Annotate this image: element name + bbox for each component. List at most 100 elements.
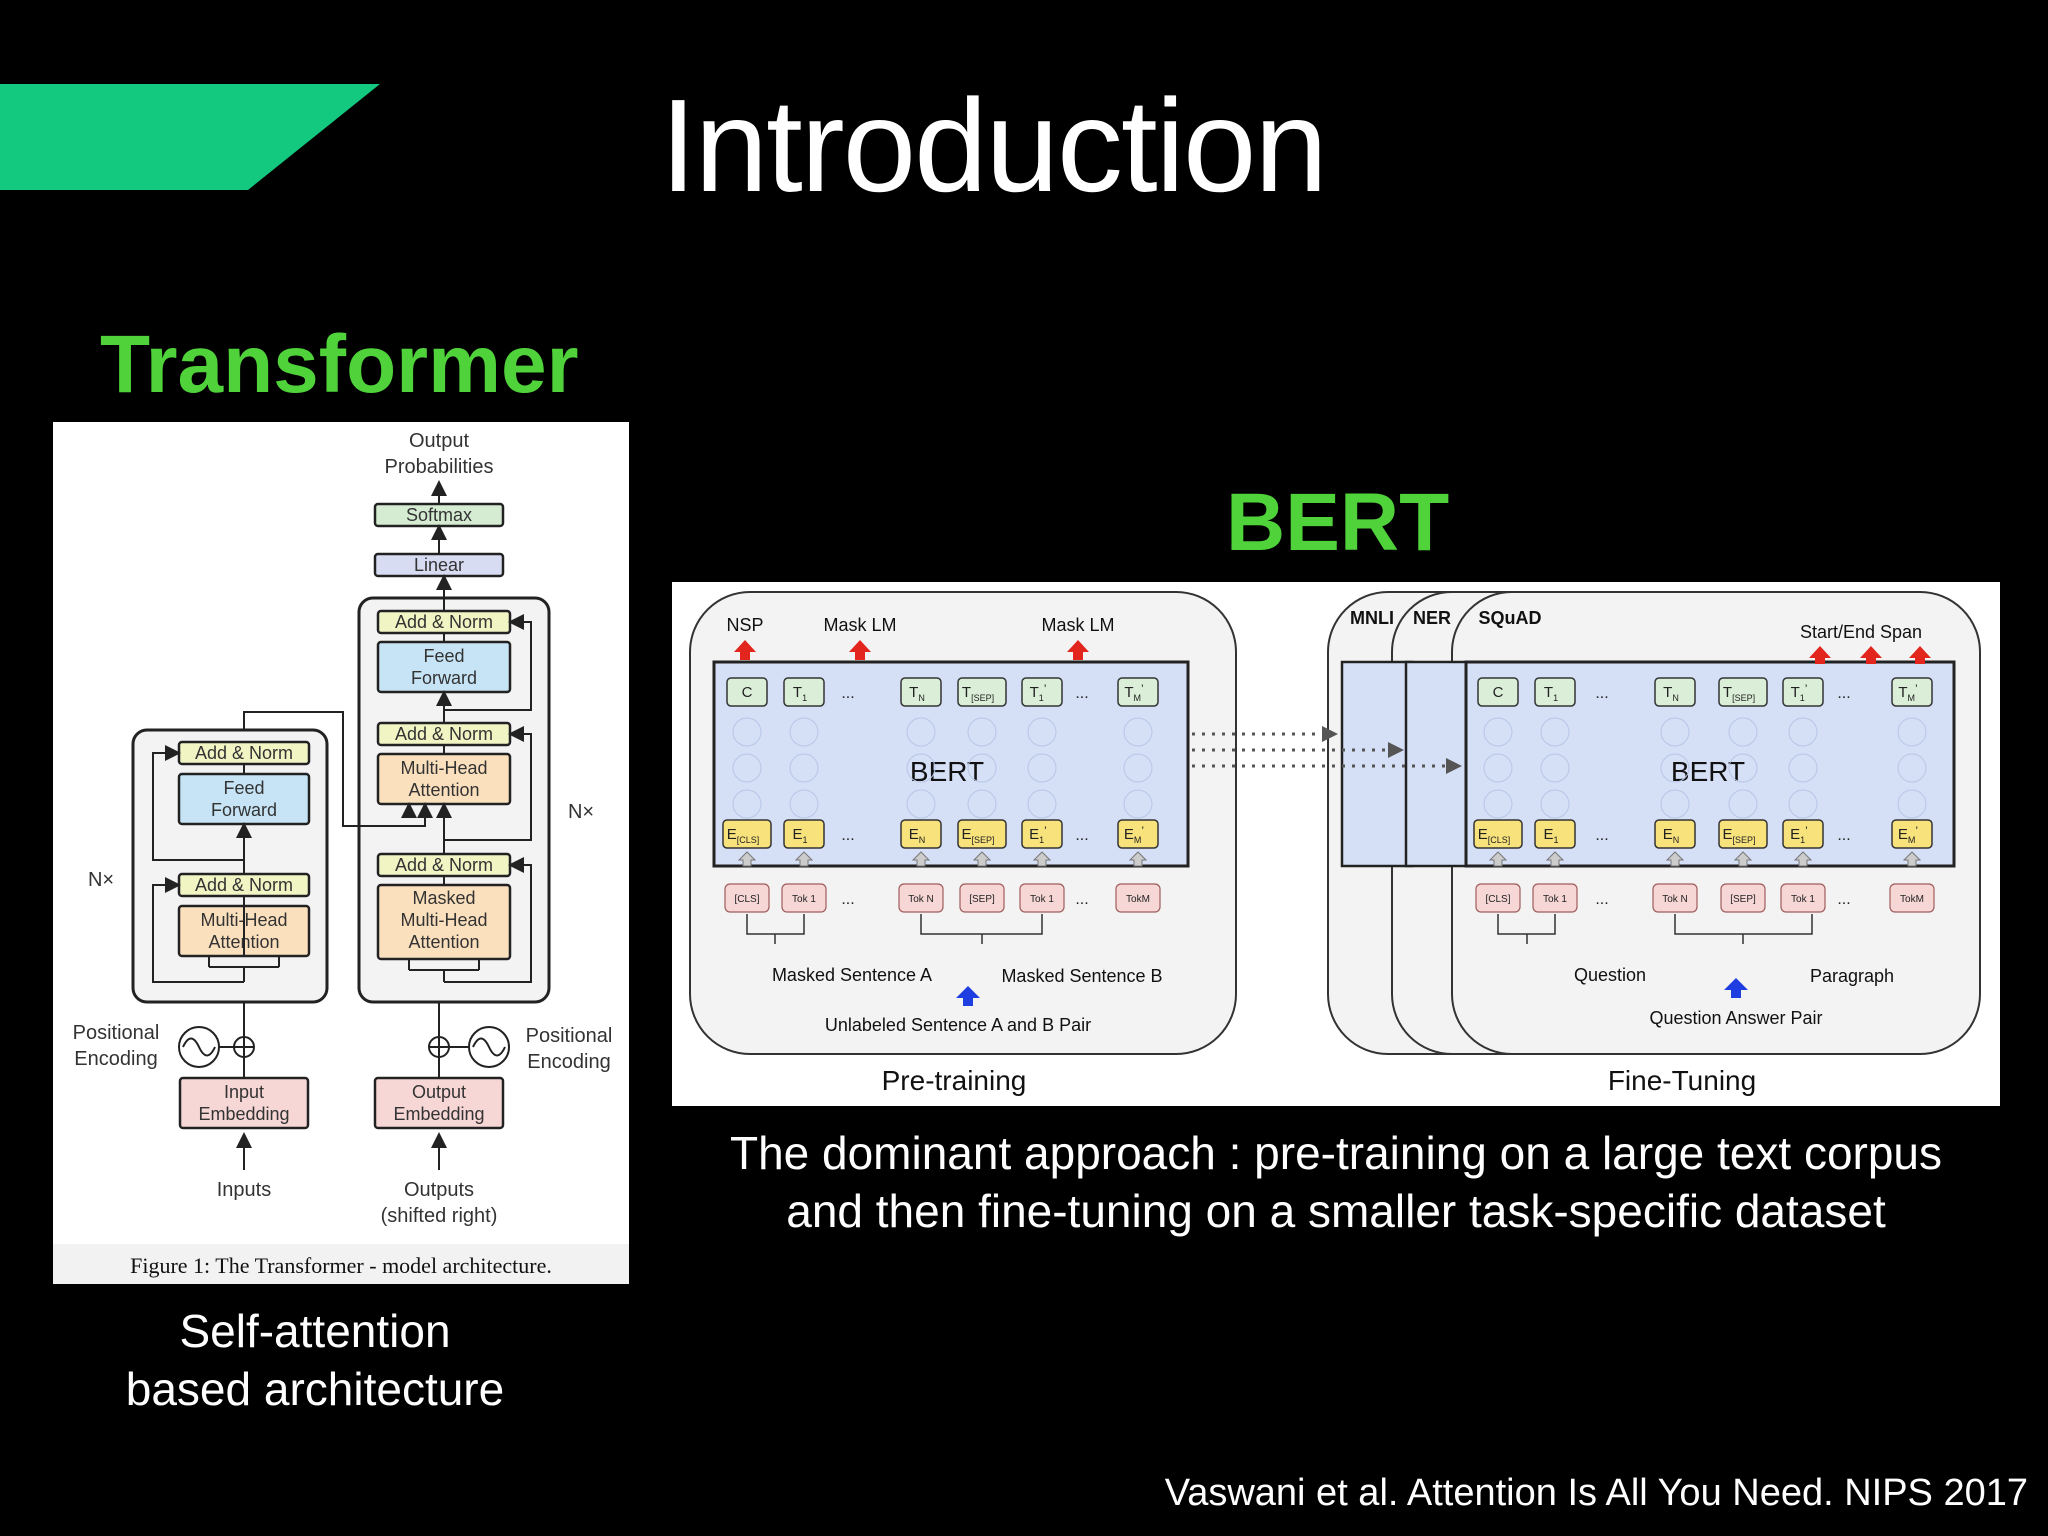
decoder-nx-label: N× [568,801,594,823]
decoder-ff-label-1: Feed [423,646,464,666]
task-ner: NER [1413,608,1451,628]
citation: Vaswani et al. Attention Is All You Need… [1164,1472,2028,1514]
pretraining-embedding-token [900,819,942,849]
pretraining-embedding-ellipsis: ... [841,827,854,844]
mask-lm-label-2: Mask LM [1041,615,1114,635]
finetune-embedding-arrow [1902,851,1922,867]
finetune-output-token [1718,677,1768,707]
finetune-embedding-arrow [1665,851,1685,867]
finetune-embedding-token-label: EM’ [1898,824,1918,845]
finetune-input-token-label: Tok N [1662,894,1688,905]
softmax-label: Softmax [406,505,472,525]
finetune-embedding-ellipsis: ... [1837,827,1850,844]
decoder-masked-label-3: Attention [408,932,479,952]
finetune-output-token [1891,677,1933,707]
encoder-pos-label-2: Encoding [74,1048,157,1070]
mask-lm-arrow-2 [1067,640,1089,660]
pretraining-embedding-token-label: E1’ [1029,824,1047,845]
pretraining-output-token-label: T[SEP] [962,684,994,703]
masked-sentence-b: Masked Sentence B [1001,966,1162,986]
finetune-input-token [1889,883,1935,913]
finetune-input-token-label: [SEP] [1730,894,1756,905]
pretraining-input-token-label: Tok 1 [1030,894,1054,905]
mask-lm-label-1: Mask LM [823,615,896,635]
pretraining-input-token [724,883,770,913]
decoder-add-norm-1-label: Add & Norm [395,855,493,875]
pretraining-embedding-token-label: E1 [792,826,807,845]
finetune-input-token-label: TokM [1900,894,1924,905]
pretraining-caption: Pre-training [882,1065,1027,1096]
pretraining-output-token [1117,677,1159,707]
transfer-arrows [1192,726,1462,774]
decoder-ff-label-2: Forward [411,668,477,688]
finetune-output-ellipsis: ... [1837,685,1850,702]
transformer-figure-caption: Figure 1: The Transformer - model archit… [130,1253,552,1278]
pretraining-output-token [1021,677,1063,707]
decoder-add-norm-2-label: Add & Norm [395,724,493,744]
bert-heading: BERT [1226,477,1450,568]
slide-title: Introduction [660,72,1328,219]
finetune-output-token-label: T1’ [1791,682,1808,703]
masked-sentence-a: Masked Sentence A [772,965,932,985]
encoder-ff-label-2: Forward [211,800,277,820]
subcaption-line-2: based architecture [125,1363,505,1415]
decoder-masked-label-2: Multi-Head [400,910,487,930]
nsp-arrow [734,640,756,660]
input-embedding-label-1: Input [224,1082,264,1102]
pretraining-output-token-label: TM’ [1124,682,1143,703]
input-embedding-label-2: Embedding [198,1104,289,1124]
finetune-input-token [1652,883,1698,913]
pretraining-output-token [726,677,768,707]
decoder-mha-label-1: Multi-Head [400,758,487,778]
pretraining-output-token-label: TN [909,684,925,703]
finetune-embedding-token-label: E1’ [1790,824,1808,845]
finetune-embedding-arrow [1733,851,1753,867]
finetune-input-arrow [1724,978,1748,998]
bert-description: The dominant approach : pre-training on … [672,1124,2000,1240]
finetune-embedding-token-label: E[SEP] [1722,826,1755,845]
transformer-diagram: Add & Norm Feed Forward Add & Norm Multi… [53,430,629,1284]
paragraph-label: Paragraph [1810,966,1894,986]
pretraining-embedding-token-label: EM’ [1124,824,1144,845]
decoder-pos-label-1: Positional [526,1025,613,1047]
pretraining-input-token-label: [CLS] [734,894,759,905]
pretraining-embedding-arrow [1128,851,1148,867]
output-embedding-label-2: Embedding [393,1104,484,1124]
encoder-pos-label-1: Positional [73,1022,160,1044]
description-line-1: The dominant approach : pre-training on … [729,1127,1943,1179]
output-probabilities-2: Probabilities [385,456,494,478]
finetune-embedding-token [1654,819,1696,849]
finetune-output-token-label: TN [1663,684,1679,703]
finetune-input-token-label: Tok 1 [1543,894,1567,905]
pretraining-input-token [781,883,827,913]
finetune-embedding-arrow [1793,851,1813,867]
finetune-input-token [1532,883,1578,913]
pretraining-embedding-token [957,819,1007,849]
pretraining-embedding-token-label: EN [909,826,926,845]
finetune-bert-label: BERT [1671,756,1745,787]
pretraining-input-ellipsis: ... [841,891,854,908]
pretraining-input-token-label: Tok N [908,894,934,905]
finetune-embedding-token-label: E1 [1543,826,1558,845]
transformer-figure: Add & Norm Feed Forward Add & Norm Multi… [53,422,629,1284]
pretraining-input-token [1115,883,1161,913]
pretraining-input-token-label: Tok 1 [792,894,816,905]
output-probabilities-1: Output [409,430,469,452]
finetune-output-token-label: T[SEP] [1723,684,1755,703]
finetune-embedding-arrow [1488,851,1508,867]
pretraining-embedding-arrow [794,851,814,867]
finetune-input-token-label: [CLS] [1485,894,1510,905]
finetune-input-token [1475,883,1521,913]
pretraining-embedding-token-label: E[CLS] [727,826,760,845]
encoder-nx-label: N× [88,869,114,891]
pretraining-output-token-label: T1 [793,684,807,703]
pretraining-input-token [1019,883,1065,913]
pretraining-input-ellipsis: ... [1075,891,1088,908]
mask-lm-arrow-1 [849,640,871,660]
pretraining-output-token [900,677,942,707]
finetune-embedding-token-label: EN [1663,826,1680,845]
pretraining-embedding-arrow [1032,851,1052,867]
